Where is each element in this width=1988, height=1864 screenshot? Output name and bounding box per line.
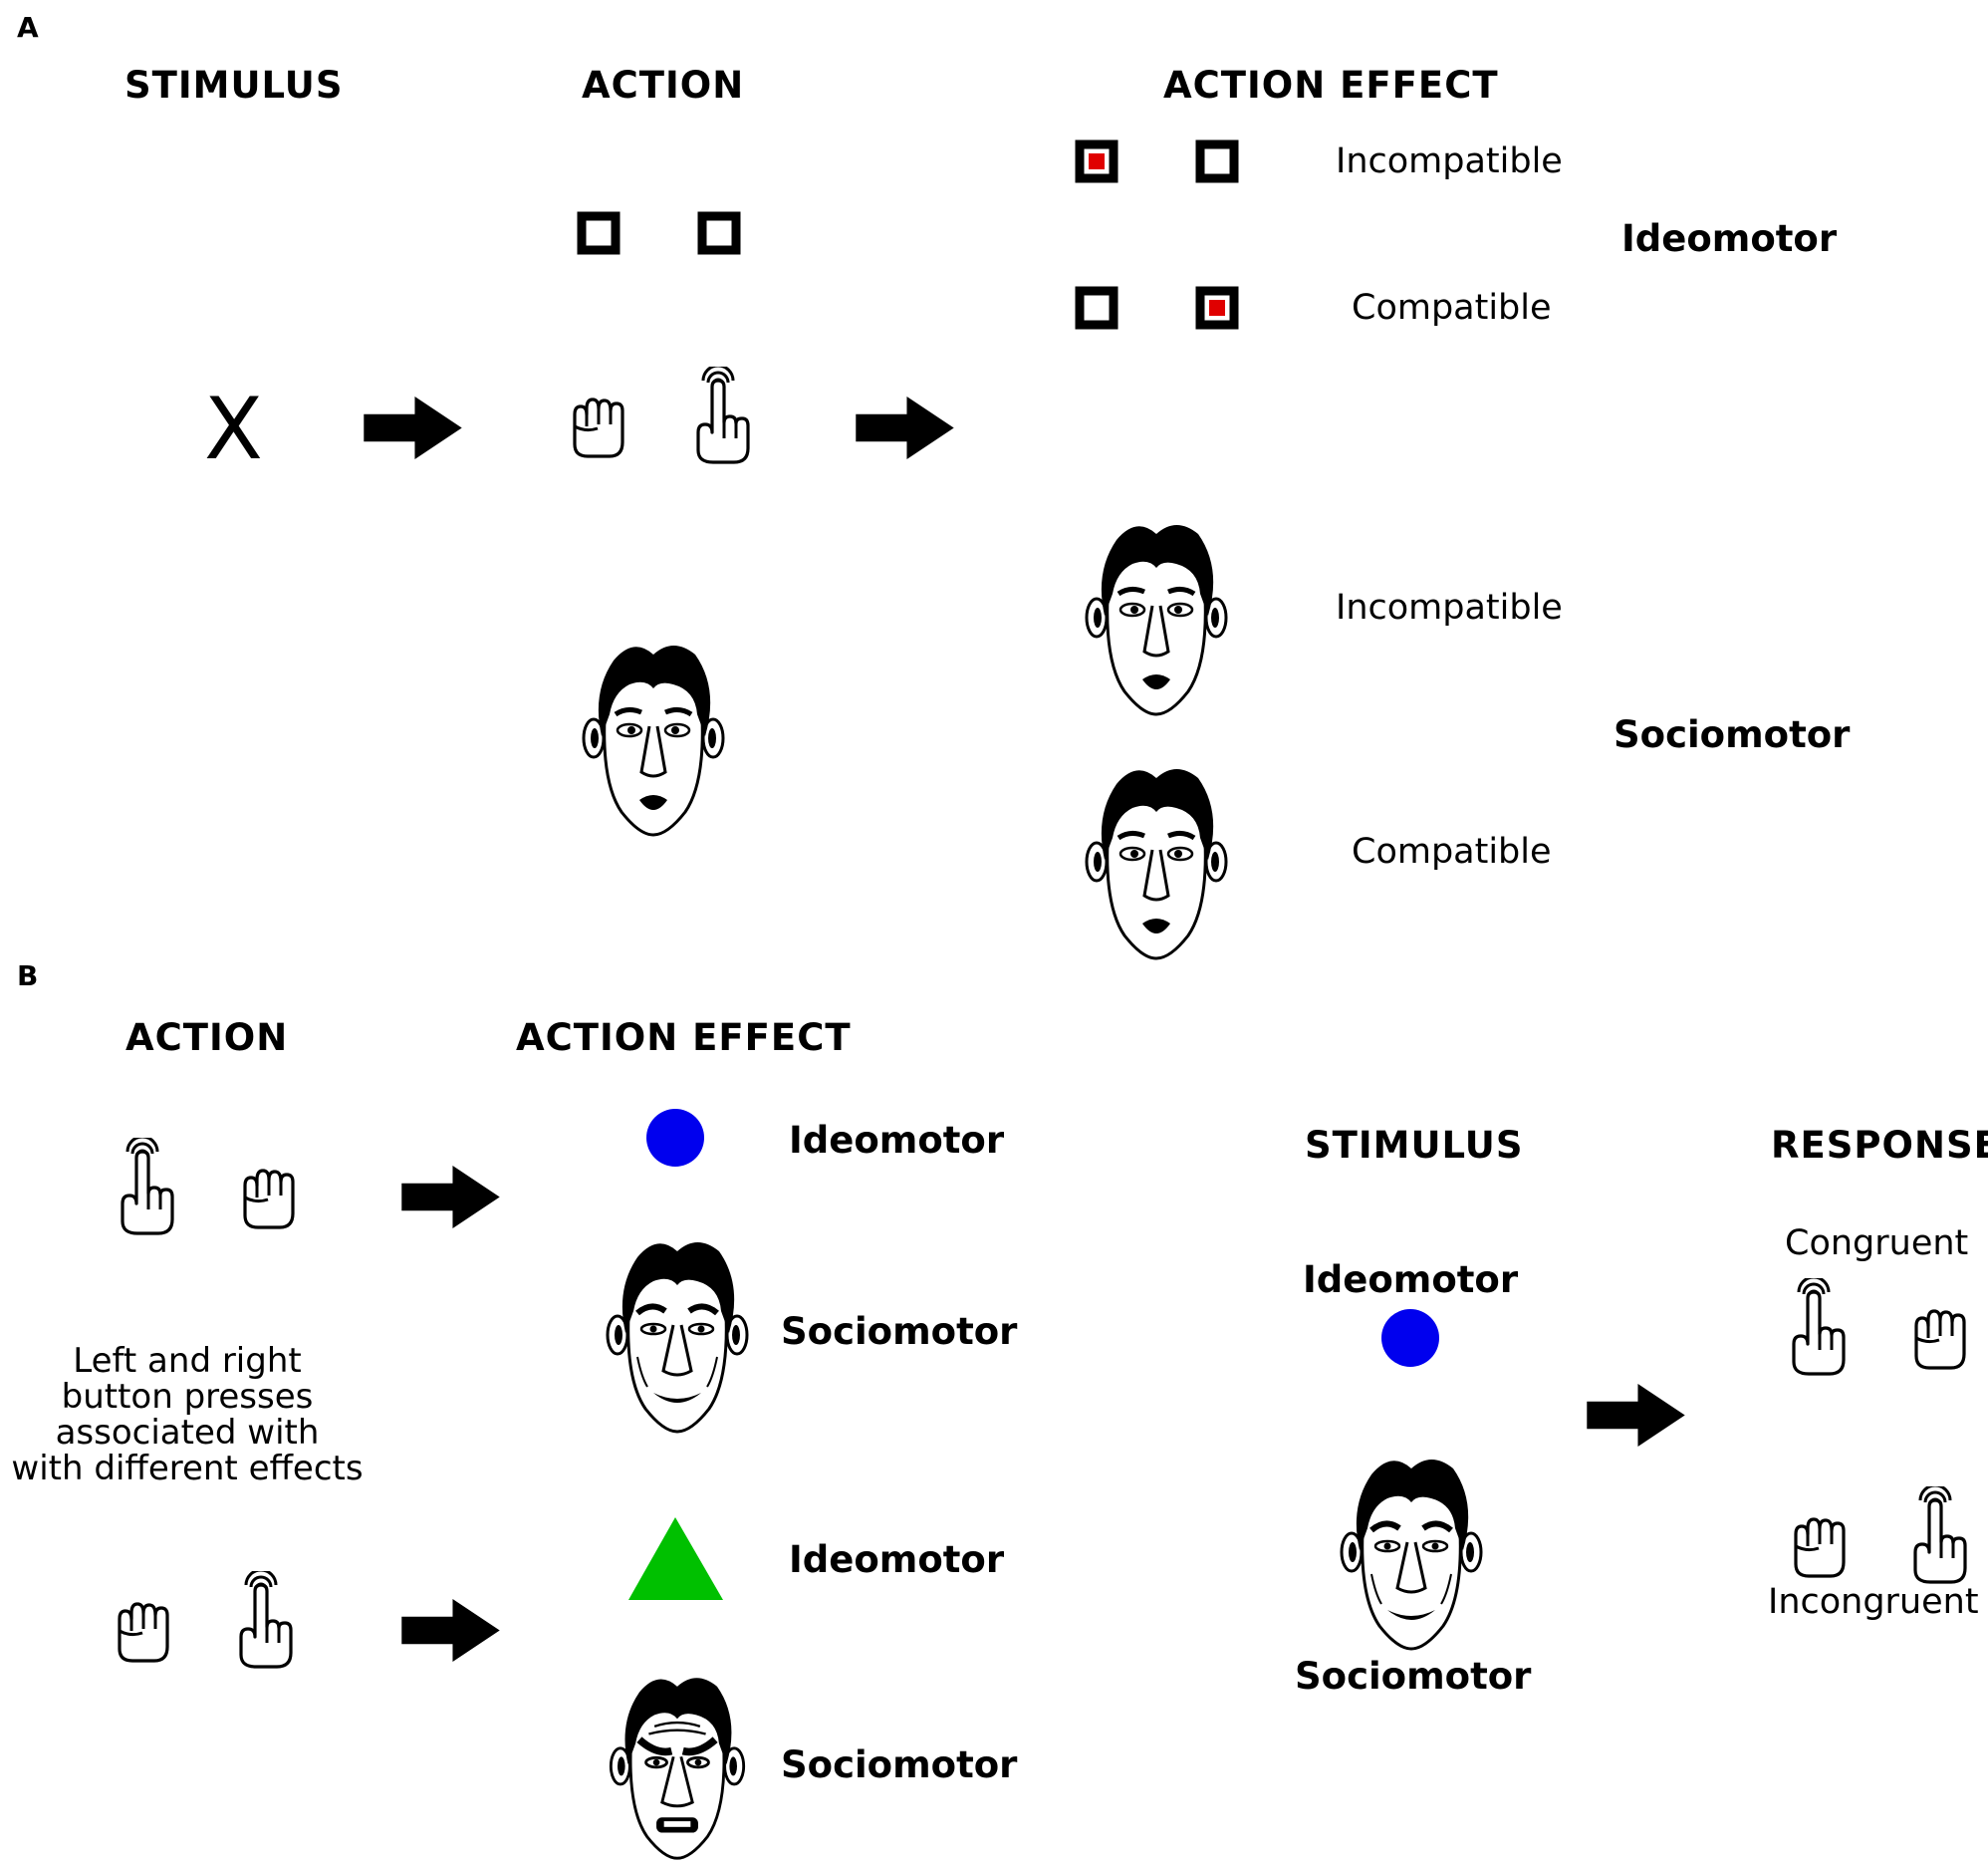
tap-finger-icon: [1913, 1486, 1967, 1584]
response-incongruent-label: Incongruent: [1768, 1582, 1979, 1622]
panel-b-action-header: ACTION: [125, 1016, 289, 1059]
effect-sociomotor-bottom-label: Sociomotor: [781, 1743, 1018, 1786]
stimulus-sociomotor-label: Sociomotor: [1295, 1655, 1532, 1698]
panel-b-action-effect-header: ACTION EFFECT: [516, 1016, 852, 1059]
panel-a-stimulus-header: STIMULUS: [124, 64, 344, 107]
panel-b-label: B: [17, 959, 39, 992]
stimulus-ideomotor-label: Ideomotor: [1303, 1258, 1519, 1301]
square-icon: [697, 211, 741, 255]
face-icon: [609, 1676, 746, 1860]
tap-finger-icon: [121, 1138, 174, 1235]
ideomotor-incompatible-label: Incompatible: [1336, 141, 1563, 181]
response-congruent-label: Congruent: [1785, 1223, 1969, 1263]
square-icon: [1195, 139, 1239, 183]
action-description-line: with different effects: [11, 1449, 364, 1488]
face-icon: [1340, 1458, 1483, 1651]
panel-b-response-header: RESPONSE: [1771, 1124, 1988, 1167]
sociomotor-incompatible-label: Incompatible: [1336, 588, 1563, 628]
panel-a-label: A: [17, 11, 39, 44]
action-description-line: button presses: [61, 1377, 314, 1417]
tap-finger-icon: [696, 367, 750, 464]
square-icon: [577, 211, 621, 255]
fist-icon: [243, 1169, 295, 1229]
arrow-right-icon: [1587, 1384, 1685, 1447]
face-icon: [606, 1240, 749, 1434]
sociomotor-compatible-label: Compatible: [1352, 832, 1552, 872]
effect-ideomotor-top-label: Ideomotor: [789, 1119, 1005, 1162]
action-description: Left and right button presses associated…: [0, 1343, 374, 1486]
fist-icon: [1794, 1517, 1846, 1578]
square-icon: [1075, 286, 1118, 330]
action-description-line: associated with: [55, 1413, 320, 1453]
ideomotor-compatible-label: Compatible: [1352, 288, 1552, 328]
tap-finger-icon: [239, 1571, 293, 1669]
tap-finger-icon: [1792, 1278, 1846, 1376]
fist-icon: [118, 1602, 169, 1663]
arrow-right-icon: [856, 397, 954, 459]
action-description-line: Left and right: [73, 1341, 302, 1381]
face-icon: [582, 644, 725, 837]
effect-ideomotor-bottom-label: Ideomotor: [789, 1538, 1005, 1581]
panel-a-action-header: ACTION: [582, 64, 745, 107]
face-icon: [1085, 523, 1228, 716]
face-icon: [1085, 767, 1228, 960]
blue-circle-icon: [646, 1109, 704, 1167]
square-icon: [1195, 286, 1239, 330]
arrow-right-icon: [364, 397, 462, 459]
panel-b-stimulus-header: STIMULUS: [1305, 1124, 1524, 1167]
arrow-right-icon: [401, 1166, 500, 1228]
blue-circle-icon: [1381, 1309, 1439, 1367]
arrow-right-icon: [401, 1599, 500, 1662]
sociomotor-group-label: Sociomotor: [1614, 713, 1851, 756]
square-icon: [1075, 139, 1118, 183]
stimulus-x-symbol: X: [204, 380, 263, 479]
fist-icon: [573, 398, 624, 458]
effect-sociomotor-top-label: Sociomotor: [781, 1310, 1018, 1353]
fist-icon: [1914, 1309, 1966, 1370]
ideomotor-group-label: Ideomotor: [1621, 217, 1838, 260]
panel-a-action-effect-header: ACTION EFFECT: [1163, 64, 1499, 107]
green-triangle-icon: [628, 1517, 723, 1600]
